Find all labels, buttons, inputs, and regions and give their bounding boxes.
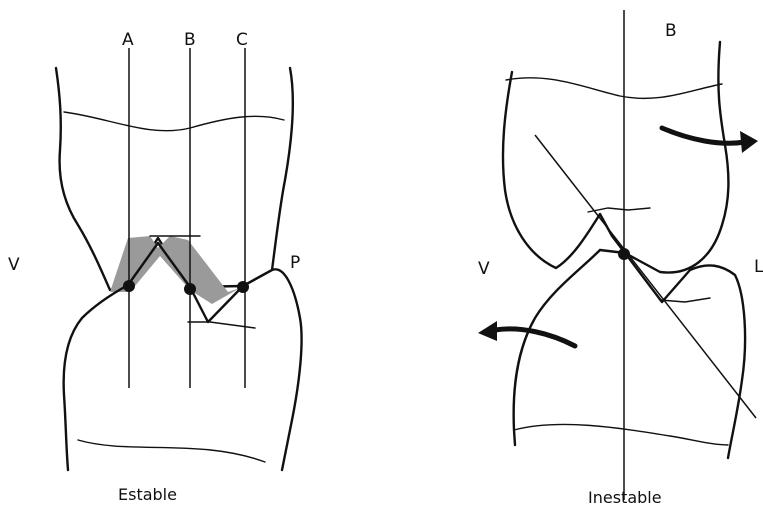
- lower-tooth-occlusal-right: [600, 250, 745, 458]
- rotation-arrow-lower: [495, 329, 575, 346]
- contact-point-a: [123, 280, 135, 292]
- contact-point-right: [618, 248, 630, 260]
- unstable-panel: B V L Inestable: [478, 10, 763, 507]
- cusp-marks-right: [588, 208, 710, 302]
- lower-tooth-outline: [64, 285, 128, 470]
- arrow-head-upper-icon: [740, 131, 758, 153]
- contact-point-c: [237, 281, 249, 293]
- lower-cej-line-right: [514, 424, 728, 445]
- lower-tooth-outline-right: [514, 250, 600, 445]
- axis-label-b-right: B: [665, 21, 677, 41]
- axis-label-b: B: [184, 30, 196, 50]
- arrow-head-lower-icon: [478, 321, 497, 341]
- lower-cej-line: [78, 440, 265, 462]
- contact-point-b: [184, 283, 196, 295]
- side-label-p: P: [290, 253, 300, 273]
- rotation-arrow-upper: [662, 128, 745, 143]
- side-label-l-right: L: [754, 257, 763, 277]
- upper-cej-line: [64, 112, 284, 131]
- axis-label-a: A: [122, 30, 134, 50]
- caption-inestable: Inestable: [588, 488, 662, 507]
- upper-cej-line-right: [506, 78, 722, 99]
- side-label-v-right: V: [478, 259, 490, 279]
- caption-estable: Estable: [118, 485, 177, 504]
- oblique-force-line: [535, 135, 756, 418]
- stable-panel: A B C V P Estable: [8, 30, 302, 504]
- side-label-v: V: [8, 255, 20, 275]
- axis-label-c: C: [236, 30, 248, 50]
